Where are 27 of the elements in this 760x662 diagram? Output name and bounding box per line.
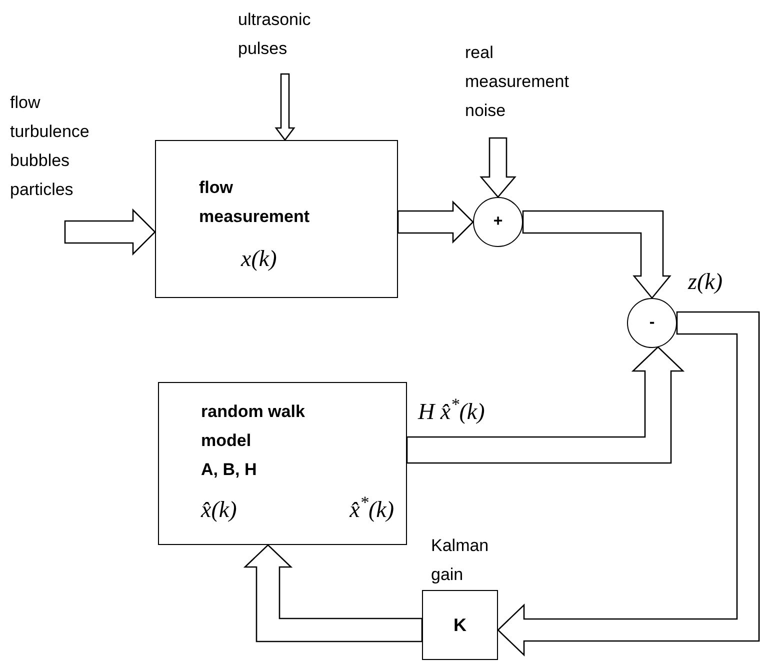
operator-sign: + <box>493 212 503 232</box>
process-box <box>155 140 398 298</box>
edge-label: H x̂$^{*}$(k) <box>418 396 485 426</box>
block-title: flow measurement <box>199 177 311 228</box>
block-arrow <box>406 346 685 464</box>
block-arrow <box>397 200 474 244</box>
formula: x̂(k) <box>201 496 237 524</box>
operator-sign: - <box>649 313 655 333</box>
edge-label: z(k) <box>688 268 722 296</box>
input-label: flow turbulence bubbles particles <box>10 93 90 199</box>
model-text: A, B, H <box>201 459 258 481</box>
model-text: random walk model <box>201 401 306 452</box>
gain-symbol: K <box>454 614 466 636</box>
block-caption: Kalman gain <box>431 535 490 586</box>
block-arrow <box>274 73 296 142</box>
input-label: real measurement noise <box>465 43 569 120</box>
input-label: ultrasonic pulses <box>238 10 311 58</box>
block-arrow <box>243 544 423 642</box>
block-arrow <box>522 210 672 300</box>
model-box <box>158 382 407 545</box>
formula: x̂$^{*}$(k) <box>350 494 394 524</box>
block-arrow <box>64 208 156 256</box>
formula: x(k) <box>241 245 278 273</box>
block-arrow <box>480 137 516 198</box>
summing-junction <box>627 298 677 348</box>
summing-junction <box>473 197 523 247</box>
block-arrow <box>497 311 760 657</box>
